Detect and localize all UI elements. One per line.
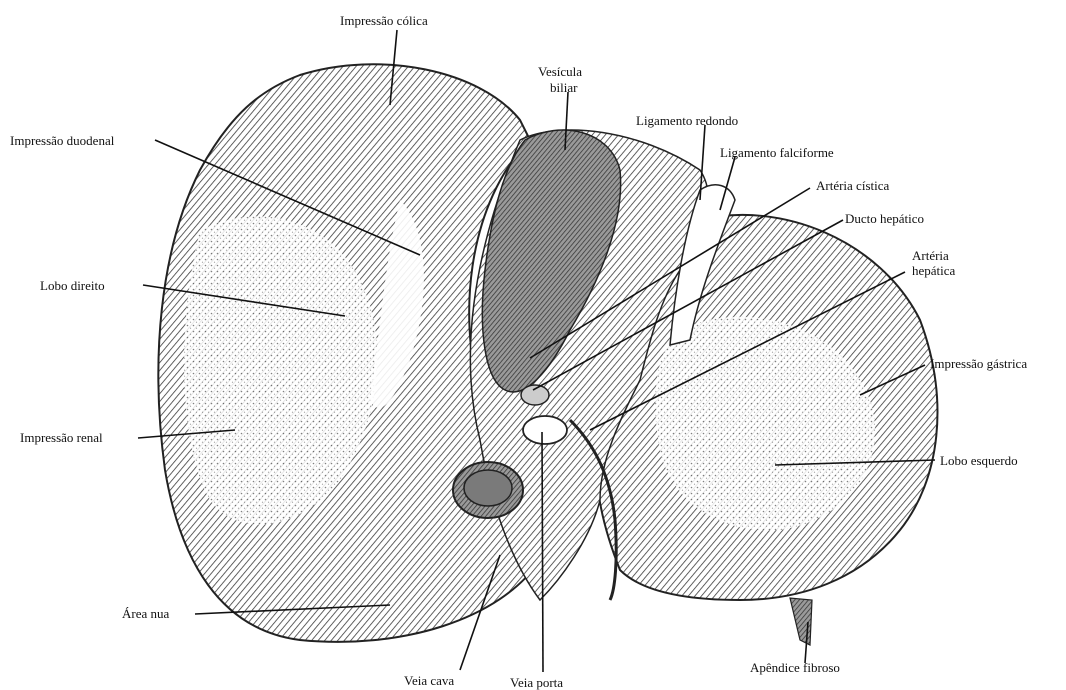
label-lobo-direito: Lobo direito — [40, 278, 105, 293]
label-ducto-hepatico: Ducto hepático — [845, 211, 924, 226]
label-ligamento-falciforme: Ligamento falciforme — [720, 145, 834, 160]
label-impressao-renal: Impressão renal — [20, 430, 103, 445]
label-impressao-duodenal: Impressão duodenal — [10, 133, 115, 148]
label-veia-porta: Veia porta — [510, 675, 563, 690]
label-area-nua: Área nua — [122, 606, 170, 621]
label-impressao-colica: Impressão cólica — [340, 13, 428, 28]
leader-veia-porta — [542, 432, 543, 672]
label-lobo-esquerdo: Lobo esquerdo — [940, 453, 1018, 468]
label-veia-cava: Veia cava — [404, 673, 454, 688]
label-ligamento-redondo: Ligamento redondo — [636, 113, 738, 128]
label-arteria-hepatica-line1: Artéria — [912, 248, 949, 263]
fibrous-appendix-shape — [790, 598, 812, 645]
label-vesicula-line1: Vesícula — [538, 64, 582, 79]
label-apendice-fibroso: Apêndice fibroso — [750, 660, 840, 675]
vena-cava-lumen — [464, 470, 512, 506]
label-arteria-hepatica-line2: hepática — [912, 263, 956, 278]
label-vesicula-line2: biliar — [550, 80, 578, 95]
label-impressao-gastrica: Impressão gástrica — [930, 356, 1027, 371]
portal-vein-shape — [523, 416, 567, 444]
label-arteria-cistica: Artéria cística — [816, 178, 889, 193]
